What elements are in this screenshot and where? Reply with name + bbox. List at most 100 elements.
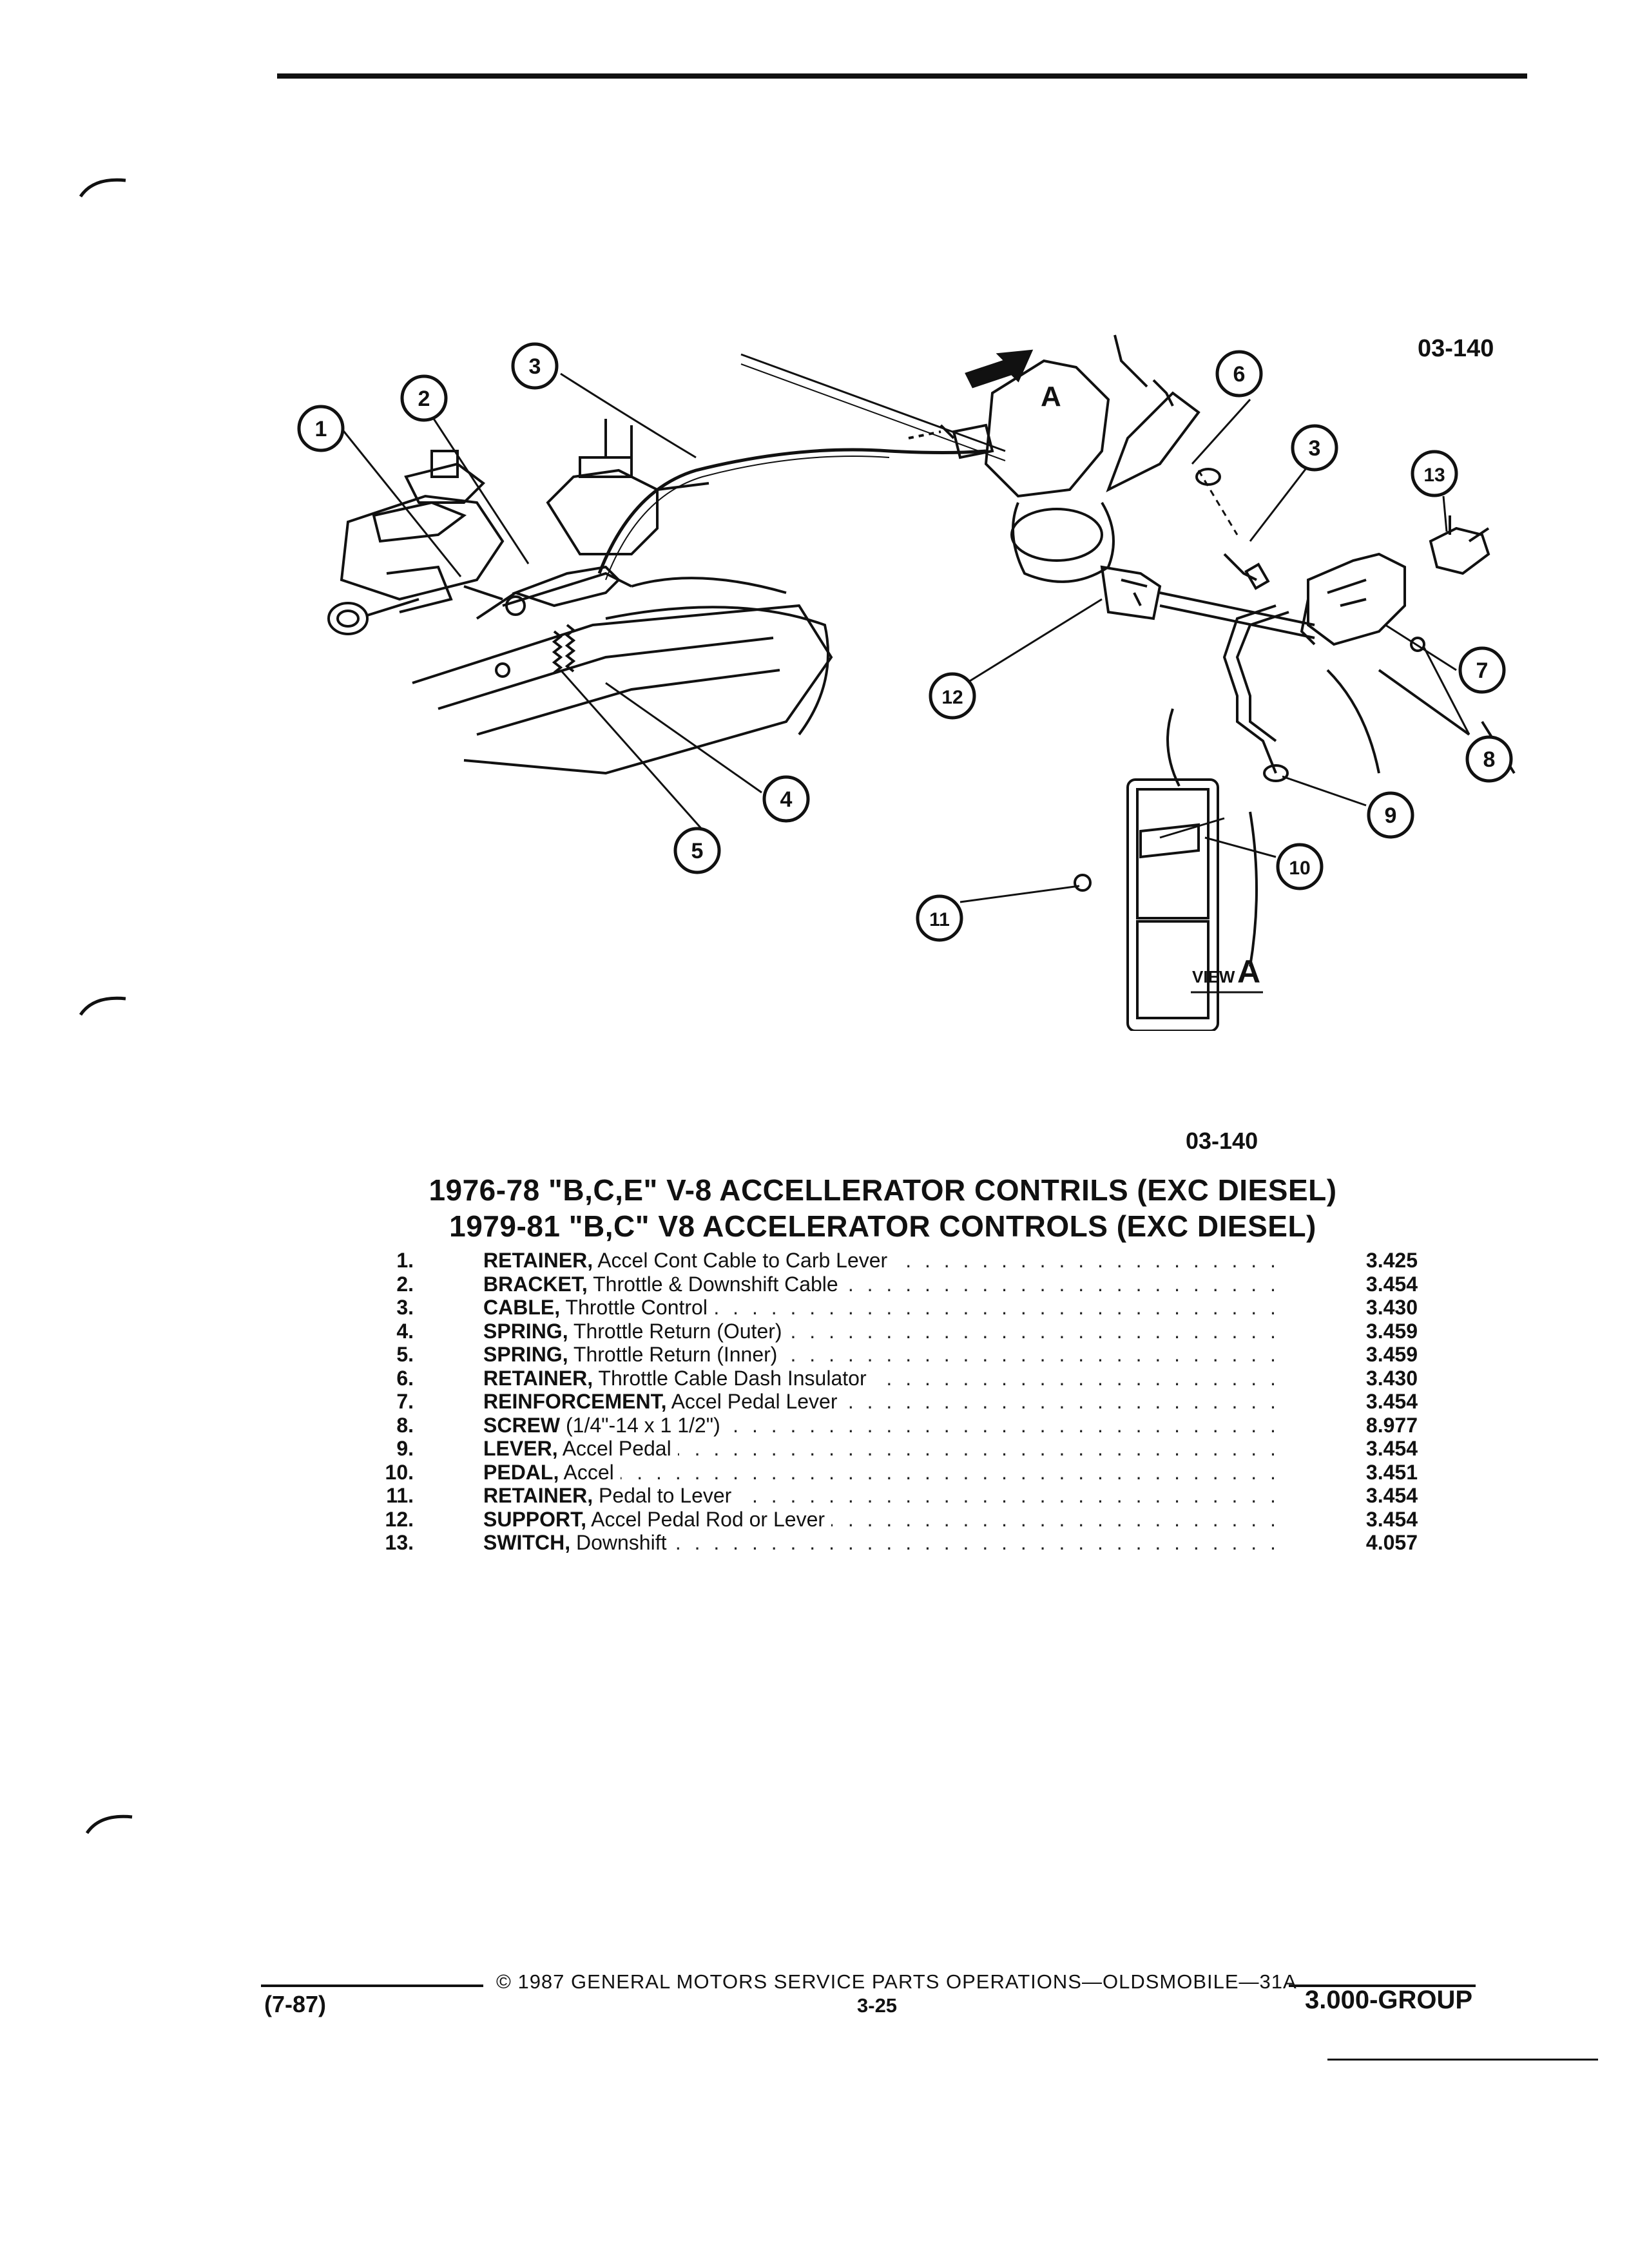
callout-11: [916, 894, 963, 942]
callout-2: [400, 374, 448, 422]
callout-13: [1411, 450, 1458, 497]
part-name: BRACKET,: [483, 1272, 588, 1296]
air-cleaner-stud: [546, 419, 709, 555]
part-description: SWITCH, Downshift: [483, 1531, 1605, 1555]
part-number: 7.: [396, 1390, 414, 1413]
part-detail: Throttle Return (Inner): [573, 1343, 778, 1366]
group-code: 3.430: [1302, 1296, 1418, 1320]
group-code: 3.454: [1302, 1484, 1418, 1508]
part-description: CABLE, Throttle Control: [483, 1296, 1605, 1320]
parts-row: 3.. . . . . . . . . . . . . . . . . . . …: [361, 1296, 1418, 1320]
part-description: SCREW (1/4"-14 x 1 1/2"): [483, 1413, 1605, 1437]
part-name: SPRING,: [483, 1343, 568, 1366]
page-bottom-rule: [1327, 2059, 1598, 2061]
intake-manifold: [412, 572, 833, 775]
throttle-cable: [597, 448, 987, 574]
part-description: RETAINER, Accel Cont Cable to Carb Lever: [483, 1249, 1605, 1273]
parts-row: 6.. . . . . . . . . . . . . . . . . . . …: [361, 1366, 1418, 1390]
parts-row: 10.. . . . . . . . . . . . . . . . . . .…: [361, 1460, 1418, 1484]
part-detail: Accel Pedal Rod or Lever: [591, 1507, 825, 1531]
pedal-retainer: [1074, 874, 1092, 892]
parts-row: 4.. . . . . . . . . . . . . . . . . . . …: [361, 1319, 1418, 1343]
part-number: 10.: [385, 1460, 414, 1484]
callout-label: 4: [780, 787, 793, 812]
binder-mark-middle: [79, 996, 126, 1016]
part-number: 11.: [386, 1484, 414, 1507]
part-detail: Accel: [563, 1460, 614, 1484]
callout-label: 2: [418, 387, 430, 411]
callout-label: 3: [1309, 436, 1321, 461]
part-name: RETAINER,: [483, 1249, 593, 1272]
part-name: REINFORCEMENT,: [483, 1390, 667, 1413]
downshift-cable-upper: [1106, 334, 1200, 493]
part-number: 1.: [396, 1249, 414, 1272]
callout-5: [673, 827, 721, 874]
callout-label: 5: [691, 839, 704, 863]
group-code: 3.454: [1302, 1437, 1418, 1461]
part-description: LEVER, Accel Pedal: [483, 1437, 1605, 1461]
callout-label: 11: [929, 909, 950, 930]
pedal-lever: [1222, 604, 1289, 782]
title-line-2: 1979-81 "B,C" V8 ACCELERATOR CONTROLS (E…: [449, 1209, 1316, 1243]
throttle-bracket: [463, 565, 621, 620]
callout-12: [929, 672, 976, 720]
part-detail: Downshift: [575, 1531, 667, 1554]
callout-3-left: [511, 342, 559, 390]
callout-7: [1458, 646, 1506, 694]
cable-end: [1223, 553, 1270, 590]
group-number: 3.000-GROUP: [1305, 1986, 1473, 2014]
footer-rule-right: [1289, 1984, 1476, 1987]
part-description: RETAINER, Pedal to Lever: [483, 1484, 1605, 1508]
part-description: REINFORCEMENT, Accel Pedal Lever: [483, 1390, 1605, 1414]
group-code: 3.454: [1302, 1507, 1418, 1531]
group-code: 3.459: [1302, 1343, 1418, 1367]
leader-lines: [340, 372, 1470, 903]
parts-row: 7.. . . . . . . . . . . . . . . . . . . …: [361, 1390, 1418, 1414]
callout-8: [1465, 735, 1513, 783]
part-number: 2.: [396, 1272, 414, 1296]
title-line-1: 1976-78 "B,C,E" V-8 ACCELLERATOR CONTRIL…: [429, 1173, 1337, 1207]
part-number: 8.: [396, 1413, 414, 1437]
group-code: 4.057: [1302, 1531, 1418, 1555]
group-code: 3.430: [1302, 1366, 1418, 1390]
part-description: PEDAL, Accel: [483, 1460, 1605, 1485]
parts-row: 8.. . . . . . . . . . . . . . . . . . . …: [361, 1413, 1418, 1437]
callout-label: 7: [1476, 658, 1489, 683]
part-name: SUPPORT,: [483, 1507, 587, 1531]
parts-row: 2.. . . . . . . . . . . . . . . . . . . …: [361, 1272, 1418, 1296]
part-detail: Accel Cont Cable to Carb Lever: [597, 1249, 888, 1272]
callout-3-right: [1291, 424, 1338, 472]
callout-label: 8: [1483, 747, 1496, 772]
group-code: 3.451: [1302, 1460, 1418, 1484]
part-description: BRACKET, Throttle & Downshift Cable: [483, 1272, 1605, 1296]
part-name: LEVER,: [483, 1437, 558, 1460]
footer-rule-left: [261, 1984, 483, 1987]
reinforcement-bracket: [1300, 552, 1406, 646]
callout-layer: 1 2 3 4 5 6 3 7 8 9 10 11 12 13 A VIEW A: [297, 342, 1513, 994]
part-number: 9.: [396, 1437, 414, 1460]
accel-pedal: [1126, 778, 1225, 1031]
view-a-arrow: [965, 349, 1034, 389]
part-description: SPRING, Throttle Return (Outer): [483, 1319, 1605, 1343]
parts-row: 12.. . . . . . . . . . . . . . . . . . .…: [361, 1507, 1418, 1531]
part-number: 12.: [385, 1507, 414, 1531]
part-number: 5.: [396, 1343, 414, 1366]
group-code: 3.425: [1302, 1249, 1418, 1273]
parts-list: 1.. . . . . . . . . . . . . . . . . . . …: [361, 1249, 1418, 1555]
group-code: 3.454: [1302, 1390, 1418, 1414]
part-detail: Throttle & Downshift Cable: [593, 1272, 838, 1296]
part-name: RETAINER,: [483, 1484, 593, 1507]
parts-row: 9.. . . . . . . . . . . . . . . . . . . …: [361, 1437, 1418, 1461]
screw-head: [1410, 637, 1425, 652]
part-detail: Accel Pedal: [562, 1437, 671, 1460]
callout-4: [762, 775, 810, 823]
part-detail: Throttle Cable Dash Insulator: [598, 1366, 867, 1390]
firewall-area: [740, 353, 1115, 583]
part-name: PEDAL,: [483, 1460, 559, 1484]
callout-10: [1276, 843, 1324, 890]
part-name: SWITCH,: [483, 1531, 571, 1554]
callout-label: 12: [941, 687, 963, 708]
part-name: SCREW: [483, 1413, 561, 1437]
part-number: 3.: [396, 1296, 414, 1319]
part-number: 13.: [385, 1531, 414, 1554]
